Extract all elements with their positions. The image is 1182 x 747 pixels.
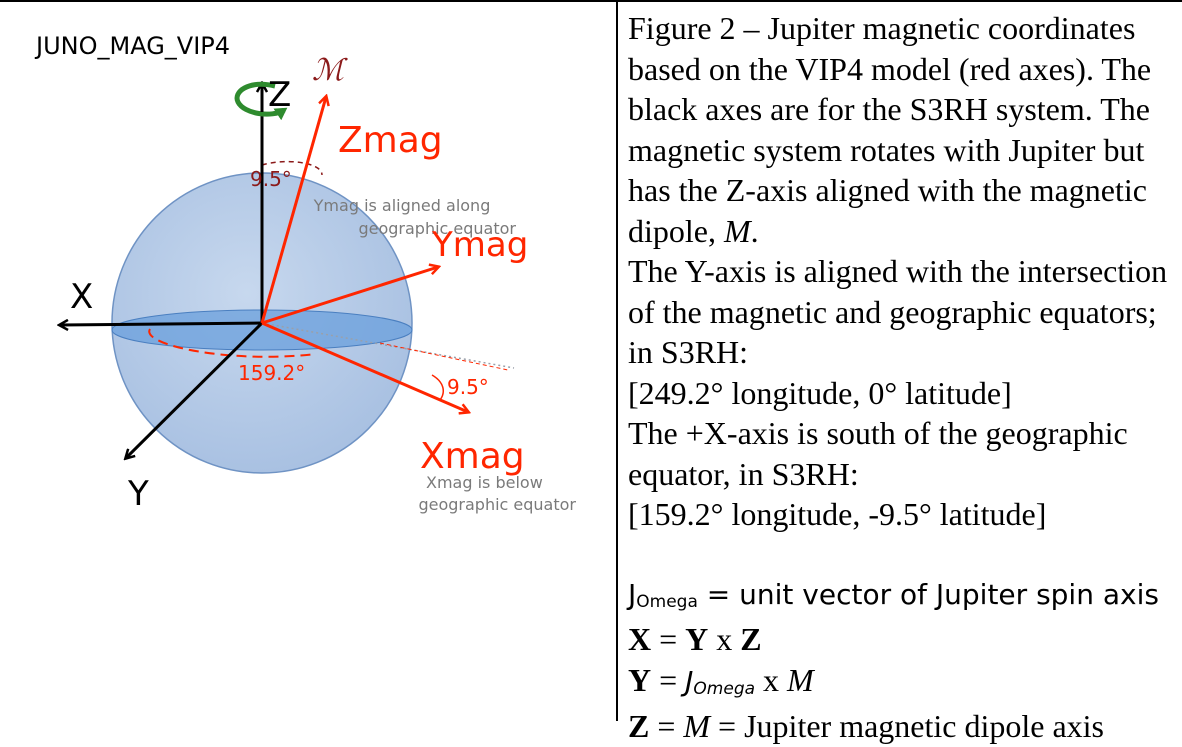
xmag-projection-line	[379, 342, 509, 371]
y-label: Y	[127, 474, 149, 514]
def-y-eq: =	[651, 661, 686, 698]
tilt-arc-bottom	[431, 374, 445, 401]
caption-y-axis-text: The Y-axis is aligned with the intersect…	[628, 253, 1168, 370]
caption-period: .	[750, 212, 759, 249]
diagram-title: JUNO_MAG_VIP4	[34, 32, 230, 60]
def-y-lhs: Y	[628, 661, 652, 698]
caption-dipole-symbol: M	[723, 212, 751, 249]
tilt-bottom-label: 9.5°	[447, 375, 489, 399]
xmag-label: Xmag	[420, 436, 525, 477]
x-axis	[60, 323, 263, 325]
ymag-note-line2: geographic equator	[358, 219, 516, 238]
x-label: X	[70, 277, 93, 317]
caption-x-axis-coords: [159.2° longitude, -9.5° latitude]	[628, 496, 1047, 532]
def-x-eq: =	[651, 621, 686, 657]
caption-spacer	[628, 535, 1178, 575]
caption-text-1: Figure 2 – Jupiter magnetic coordinates …	[628, 10, 1152, 249]
caption-x-axis-text: The +X-axis is south of the geographic e…	[628, 415, 1128, 492]
def-j-sub: Omega	[636, 591, 698, 612]
definition-jomega: JOmega = unit vector of Jupiter spin axi…	[628, 575, 1178, 620]
def-j-rest: = unit vector of Jupiter spin axis	[697, 577, 1159, 611]
xmag-axis	[261, 321, 468, 412]
definition-z: Z = M = Jupiter magnetic dipole axis	[628, 706, 1178, 747]
def-y-j: J	[685, 664, 694, 698]
def-y-j-sub: Omega	[693, 678, 756, 699]
caption-paragraph: Figure 2 – Jupiter magnetic coordinates …	[628, 8, 1178, 251]
m-script-label: ℳ	[312, 53, 348, 88]
lon-angle-label: 159.2°	[238, 361, 305, 385]
def-j: J	[628, 577, 637, 611]
coordinate-diagram: JUNO_MAG_VIP4 Z ℳ Zmag 9.5° Ymag is alig…	[34, 32, 576, 514]
def-z-rest: = Jupiter magnetic dipole axis	[710, 708, 1104, 744]
ymag-axis	[261, 267, 438, 325]
caption-y-axis-coords: [249.2° longitude, 0° latitude]	[628, 374, 1012, 411]
tilt-top-label: 9.5°	[250, 167, 292, 191]
ymag-label: Ymag	[431, 225, 528, 265]
def-x-z: Z	[740, 621, 762, 657]
table-top-border	[0, 0, 1182, 2]
rotation-arrow-icon	[234, 82, 288, 121]
z-label: Z	[268, 75, 291, 115]
def-x-y: Y	[685, 621, 709, 657]
def-z-eq: =	[649, 708, 684, 744]
def-x-lhs: X	[628, 621, 652, 657]
definition-x: X = Y x Z	[628, 619, 1178, 660]
zmag-axis	[260, 97, 326, 324]
def-y-cross: x	[755, 661, 788, 698]
zmag-label: Zmag	[338, 120, 443, 161]
definition-y: Y = JOmega x M	[628, 660, 1178, 707]
y-axis	[126, 321, 264, 458]
longitude-arc	[148, 328, 317, 358]
def-z-m: M	[683, 708, 711, 744]
diagram-panel: JUNO_MAG_VIP4 Z ℳ Zmag 9.5° Ymag is alig…	[34, 32, 576, 514]
tilt-arc-top	[261, 160, 323, 176]
xmag-note-line2: geographic equator	[418, 495, 576, 514]
ymag-note-line1: Ymag is aligned along	[313, 196, 491, 215]
column-divider	[616, 0, 618, 721]
caption-panel: Figure 2 – Jupiter magnetic coordinates …	[628, 8, 1178, 744]
def-x-cross: x	[708, 621, 741, 657]
def-y-m: M	[787, 661, 814, 698]
def-z-lhs: Z	[628, 708, 650, 744]
xmag-note-line1: Xmag is below	[426, 473, 543, 492]
